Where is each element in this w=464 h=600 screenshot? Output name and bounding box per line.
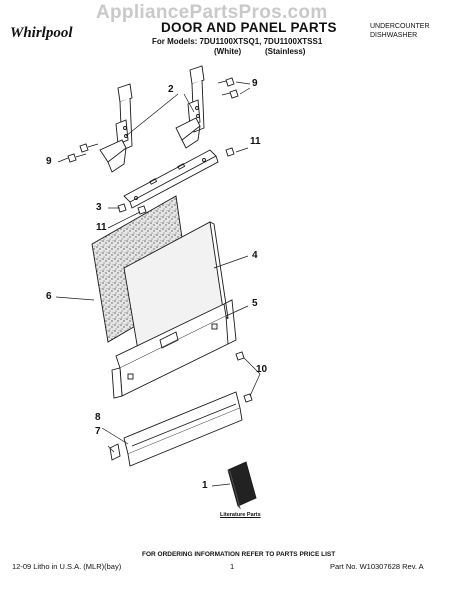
callout-9-right: 9 (252, 78, 258, 89)
callout-8: 8 (95, 412, 101, 423)
category-line-1: UNDERCOUNTER (370, 23, 430, 30)
hinge-bracket-left (99, 83, 133, 173)
screws-left (67, 143, 99, 163)
ordering-note: FOR ORDERING INFORMATION REFER TO PARTS … (142, 551, 336, 558)
leader-lines (55, 81, 261, 487)
callout-10: 10 (256, 364, 268, 375)
callout-6: 6 (46, 291, 52, 302)
toe-panel-bracket (111, 299, 237, 399)
nut-10-upper (235, 351, 245, 361)
callout-5: 5 (252, 298, 258, 309)
brand-name: Whirlpool (10, 25, 73, 41)
screw-3 (117, 203, 127, 213)
model-color-stainless: (Stainless) (265, 47, 306, 56)
callout-3: 3 (96, 202, 102, 213)
literature-parts-label: Literature Parts (220, 512, 261, 518)
mounting-clip (109, 443, 121, 461)
nut-10-lower (243, 393, 253, 403)
literature-booklet (227, 461, 257, 510)
brand-logo: Whirlpool (10, 24, 73, 42)
hinge-bracket-right (175, 65, 205, 149)
page-number: 1 (230, 562, 235, 571)
model-color-white: (White) (214, 47, 242, 56)
screws-right (217, 77, 239, 99)
hinge-support-rail (123, 149, 219, 209)
category-line-2: DISHWASHER (370, 32, 418, 39)
callout-9-left: 9 (46, 156, 52, 167)
screw-11-lower (137, 205, 147, 215)
watermark: AppliancePartsPros.com (96, 2, 328, 23)
callout-11-lower: 11 (96, 222, 107, 233)
callout-2: 2 (168, 84, 174, 95)
callout-11-upper: 11 (250, 136, 261, 147)
litho-line: 12-09 Litho in U.S.A. (MLR)(bay) (12, 562, 122, 571)
models-line: For Models: 7DU1100XTSQ1, 7DU1100XTSS1 (152, 37, 323, 46)
callout-7: 7 (95, 426, 101, 437)
appliance-category: UNDERCOUNTER DISHWASHER (370, 22, 430, 40)
screw-11-upper (225, 147, 235, 157)
page-title: DOOR AND PANEL PARTS (161, 20, 337, 35)
part-number: Part No. W10307628 Rev. A (330, 562, 424, 571)
callout-1: 1 (202, 480, 208, 491)
callout-4: 4 (252, 250, 258, 261)
kick-plate (123, 391, 243, 467)
